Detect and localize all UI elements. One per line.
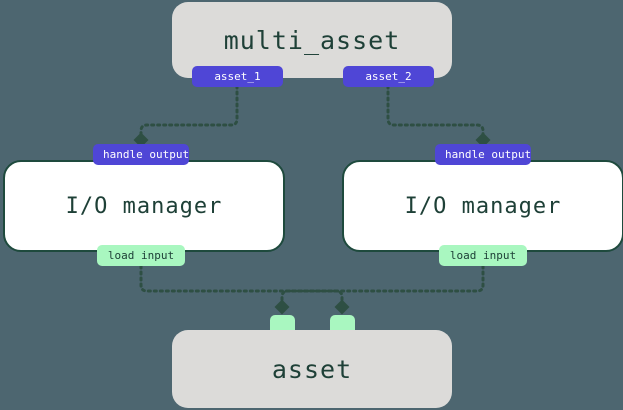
node-io-manager-left-label: I/O manager: [65, 193, 223, 219]
node-multi-asset[interactable]: multi_asset: [172, 2, 452, 78]
port-handle-output-right[interactable]: handle output: [435, 144, 531, 165]
port-handle-output-left[interactable]: handle output: [93, 144, 189, 165]
edge-asset1-to-handle-output-left: [133, 84, 239, 148]
node-asset[interactable]: asset: [172, 330, 452, 408]
node-asset-label: asset: [271, 354, 353, 384]
port-asset-1-label: asset_1: [214, 70, 261, 83]
node-io-manager-left[interactable]: I/O manager: [3, 160, 285, 252]
port-asset-2-label: asset_2: [365, 70, 412, 83]
edge-asset2-to-handle-output-right: [386, 84, 491, 148]
port-load-input-left-label: load input: [107, 249, 175, 262]
port-asset-1[interactable]: asset_1: [192, 66, 283, 87]
port-load-input-right[interactable]: load input: [439, 245, 527, 266]
port-asset-2[interactable]: asset_2: [343, 66, 434, 87]
node-multi-asset-label: multi_asset: [223, 25, 401, 55]
node-io-manager-right[interactable]: I/O manager: [342, 160, 623, 252]
edge-load-input-left-to-asset-port-right: [139, 264, 350, 315]
edge-load-input-right-to-asset-port-left: [274, 264, 485, 315]
node-io-manager-right-label: I/O manager: [404, 193, 562, 219]
port-load-input-right-label: load input: [449, 249, 517, 262]
port-handle-output-left-label: handle output: [103, 148, 190, 161]
port-load-input-left[interactable]: load input: [97, 245, 185, 266]
port-handle-output-right-label: handle output: [445, 148, 532, 161]
